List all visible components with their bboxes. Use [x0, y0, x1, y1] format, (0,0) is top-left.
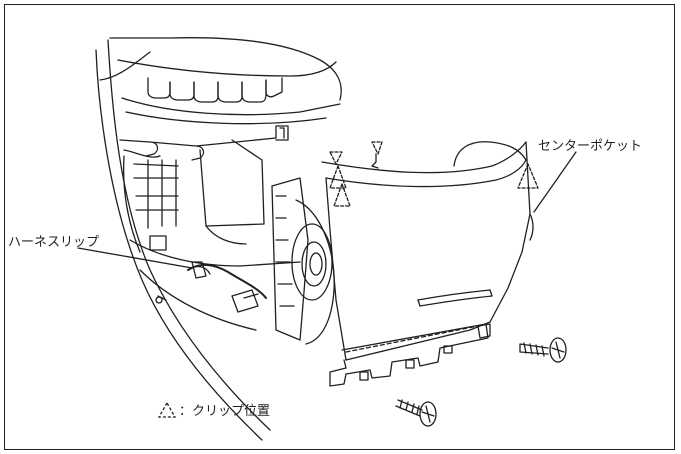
leader-line-harness — [77, 247, 193, 269]
leader-line-center-pocket — [533, 151, 577, 213]
dashed-triangle-icon — [157, 401, 177, 418]
center-pocket-label: センターポケット — [538, 139, 643, 154]
screw-right — [519, 337, 567, 363]
legend-text: ：クリップ位置 — [179, 404, 271, 419]
screw-bottom — [395, 399, 437, 427]
vehicle-console — [95, 37, 342, 441]
diagram-frame — [4, 4, 675, 450]
center-pocket — [271, 141, 534, 387]
harness-clip-label: ハーネスリップ — [8, 235, 100, 250]
clip-markers — [329, 163, 539, 207]
legend: ：クリップ位置 — [157, 400, 270, 419]
harness — [187, 261, 267, 313]
clip-arrows — [329, 141, 383, 169]
